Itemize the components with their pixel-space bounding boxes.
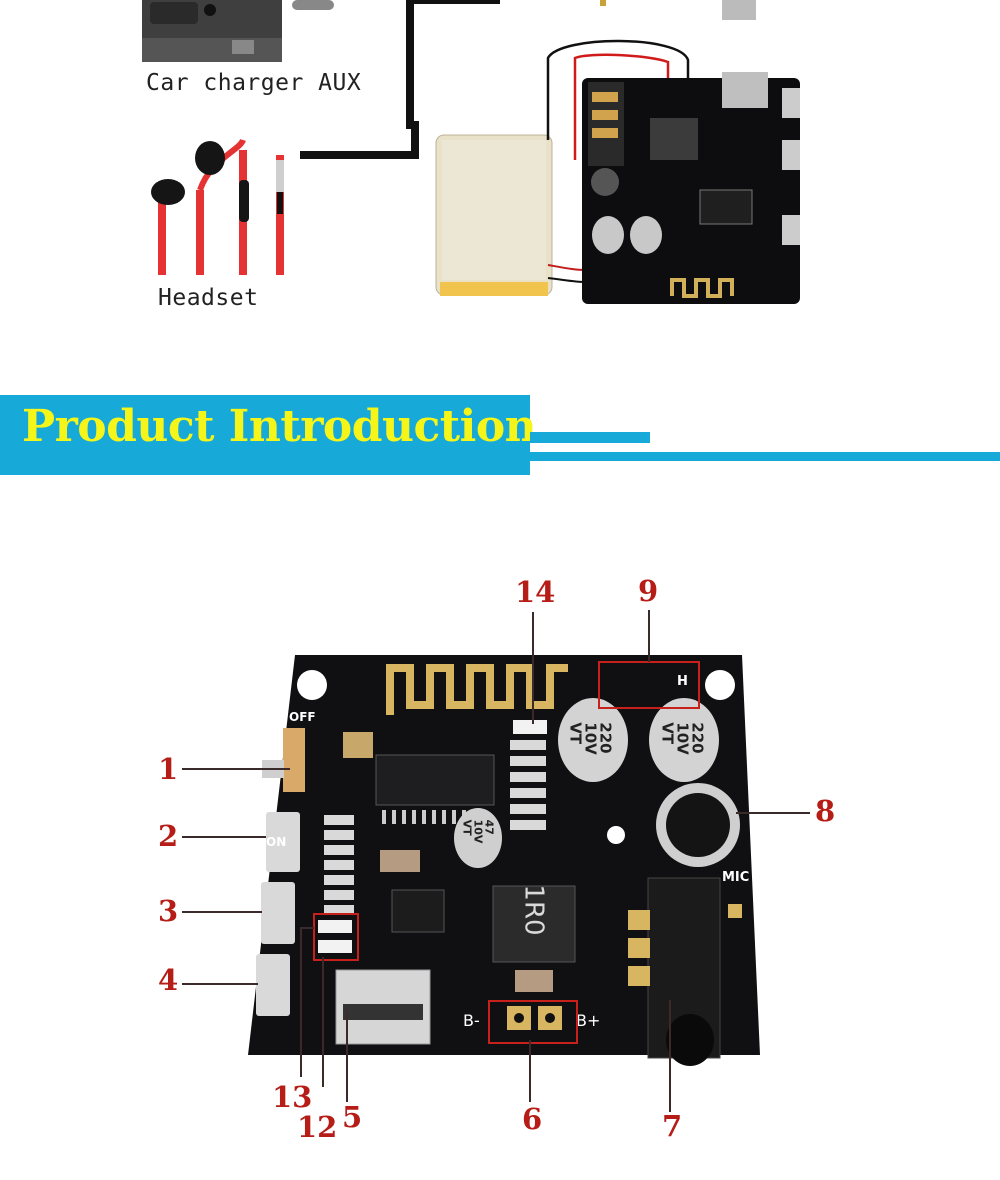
silk-b-minus: B- <box>463 1011 480 1030</box>
banner-bar-long <box>530 452 1000 461</box>
leader-line-12 <box>322 957 324 1087</box>
highlight-box-9 <box>598 661 700 709</box>
callout-13: 13 <box>272 1080 313 1114</box>
silk-b-plus: B+ <box>576 1011 601 1030</box>
callout-2: 2 <box>158 819 179 853</box>
wiring-diagram-image <box>142 0 800 304</box>
power-switch <box>283 728 305 792</box>
silk-h: H <box>677 674 688 689</box>
inductor <box>492 885 576 963</box>
banner-bar-short <box>530 432 650 443</box>
bluetooth-antenna <box>386 664 568 715</box>
status-led-14 <box>513 720 547 734</box>
silk-cap-right: 220 10V VT <box>658 722 707 755</box>
silk-mic: MIC <box>722 870 750 885</box>
leader-line-5 <box>346 1010 348 1102</box>
leader-line-6 <box>529 1040 531 1102</box>
callout-1: 1 <box>158 752 179 786</box>
callout-3: 3 <box>158 894 179 928</box>
car-charger-device <box>142 0 282 62</box>
capacitor-small <box>454 808 502 868</box>
silk-cap-small: 47 10V VT <box>460 819 496 844</box>
section-title: Product Introduction <box>22 401 537 452</box>
status-led-12 <box>318 940 352 953</box>
button-3 <box>261 882 295 944</box>
button-4 <box>256 954 290 1016</box>
callout-12: 12 <box>297 1110 338 1144</box>
headset-caption: Headset <box>158 285 259 311</box>
callout-6: 6 <box>522 1102 543 1136</box>
leader-line-1 <box>182 768 290 770</box>
callout-7: 7 <box>662 1109 683 1143</box>
silk-cap-left: 220 10V VT <box>566 722 615 755</box>
callout-8: 8 <box>815 794 836 828</box>
callout-5: 5 <box>342 1100 363 1134</box>
headset-image <box>151 138 284 275</box>
module-board-image <box>582 72 800 304</box>
capacitor-left <box>558 698 628 782</box>
highlight-box-6 <box>488 1000 578 1044</box>
leader-line-14 <box>532 612 534 724</box>
leader-line-2 <box>182 836 266 838</box>
leader-line-7 <box>669 1000 671 1112</box>
leader-line-3 <box>182 911 262 913</box>
status-led-13 <box>318 920 352 933</box>
silk-on: ON <box>266 835 287 849</box>
button-2 <box>266 812 300 872</box>
battery-image <box>435 134 553 296</box>
mounting-hole <box>297 670 327 700</box>
leader-line-9 <box>648 610 650 662</box>
plug-connector <box>292 0 334 10</box>
section-banner: Product Introduction <box>0 395 537 475</box>
leader-line-13 <box>300 927 302 1077</box>
callout-4: 4 <box>158 963 179 997</box>
module-board-photo <box>248 655 760 1066</box>
highlight-box-12-13 <box>313 913 359 961</box>
leader-line-13-stub <box>300 927 314 929</box>
usb-plug <box>722 0 756 20</box>
leader-line-4 <box>182 983 258 985</box>
aux-cable <box>300 0 500 159</box>
capacitor-right <box>649 698 719 782</box>
callout-14: 14 <box>515 575 556 609</box>
callout-9: 9 <box>638 574 659 608</box>
silk-off: OFF <box>289 710 316 724</box>
silk-inductor: 1R0 <box>518 884 549 936</box>
leader-line-8 <box>736 812 810 814</box>
car-charger-caption: Car charger AUX <box>146 70 362 96</box>
